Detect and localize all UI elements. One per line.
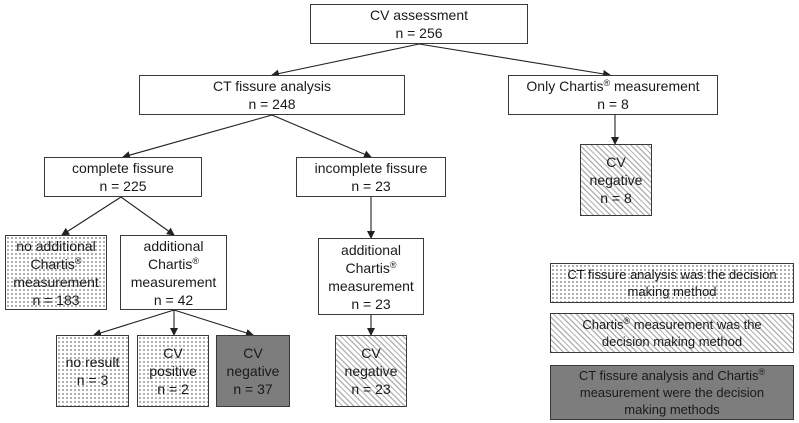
node-line: measurement [130, 273, 217, 290]
node-count: n = 23 [351, 295, 391, 312]
node-line: measurement [13, 273, 99, 290]
node-line: negative [589, 172, 643, 188]
node-cv-negative-only-chartis: CV negative n = 8 [580, 144, 652, 216]
node-title: Only Chartis® measurement [526, 78, 700, 94]
node-cv-assessment: CV assessment n = 256 [310, 4, 528, 44]
node-line: Chartis® [148, 255, 199, 272]
node-complete-fissure: complete fissure n = 225 [44, 157, 202, 197]
legend-hatched: Chartis® measurement was the decision ma… [550, 313, 794, 353]
node-count: n = 42 [153, 291, 194, 308]
legend-line: CT fissure analysis was the decision [567, 267, 777, 282]
node-cv-positive: CV positive n = 2 [137, 335, 209, 407]
legend-solid: CT fissure analysis and Chartis® measure… [550, 365, 794, 420]
arrow-complete-to-additional [120, 196, 175, 236]
arrow-ct-to-complete [122, 114, 273, 159]
node-line: additional [143, 237, 204, 254]
node-ct-fissure-analysis: CT fissure analysis n = 248 [139, 75, 405, 115]
node-only-chartis: Only Chartis® measurement n = 8 [508, 75, 718, 115]
arrow-additional-to-negative [173, 309, 254, 337]
node-line: measurement [328, 277, 414, 294]
node-count: n = 3 [76, 372, 109, 388]
node-incomplete-fissure: incomplete fissure n = 23 [296, 157, 446, 197]
node-line: Chartis® [345, 259, 397, 276]
node-line: CV [361, 345, 381, 361]
legend-line: making method [627, 284, 717, 299]
legend-line: CT fissure analysis and Chartis® [578, 367, 766, 384]
node-title: incomplete fissure [314, 160, 428, 176]
node-line: Chartis® [30, 255, 82, 272]
node-count: n = 2 [157, 381, 189, 397]
legend-line: Chartis® measurement was the [582, 316, 762, 333]
node-line: negative [344, 363, 398, 379]
node-line: CV [163, 345, 183, 361]
registered-mark: ® [192, 255, 199, 266]
node-count: n = 8 [600, 190, 632, 206]
arrow-ct-to-incomplete [271, 114, 372, 158]
node-title: CT fissure analysis [212, 78, 331, 94]
registered-mark: ® [389, 259, 397, 270]
node-line: additional [341, 241, 401, 258]
arrow-complete-to-no-additional [61, 196, 122, 236]
node-cv-negative-37: CV negative n = 37 [216, 335, 290, 407]
legend-line: measurement were the decision [579, 385, 765, 400]
node-no-result: no result n = 3 [56, 335, 129, 407]
node-line: positive [149, 363, 197, 379]
node-line: no result [65, 354, 120, 370]
node-count: n = 23 [351, 178, 391, 194]
node-title: CV assessment [369, 7, 469, 23]
node-additional-chartis-complete: additional Chartis® measurement n = 42 [120, 235, 227, 310]
node-count: n = 183 [32, 291, 80, 308]
node-additional-chartis-incomplete: additional Chartis® measurement n = 23 [318, 238, 424, 315]
node-no-additional-chartis: no additional Chartis® measurement n = 1… [5, 235, 107, 310]
node-line: CV [243, 345, 263, 361]
node-count: n = 248 [248, 96, 296, 112]
node-line: negative [226, 363, 280, 379]
node-count: n = 8 [597, 96, 629, 112]
arrow-assessment-to-ct [271, 43, 420, 78]
arrow-additional-to-no-result [93, 309, 175, 337]
legend-dotted: CT fissure analysis was the decision mak… [550, 263, 794, 303]
node-count: n = 23 [351, 381, 391, 397]
arrow-assessment-to-chartis [418, 43, 611, 78]
node-count: n = 225 [99, 178, 147, 194]
node-count: n = 37 [233, 381, 273, 397]
node-line: no additional [16, 237, 96, 254]
registered-mark: ® [758, 367, 766, 377]
node-count: n = 256 [395, 25, 443, 41]
registered-mark: ® [74, 255, 82, 266]
legend-line: making methods [624, 402, 720, 417]
registered-mark: ® [623, 316, 631, 326]
node-title: complete fissure [72, 160, 174, 176]
registered-mark: ® [603, 78, 611, 88]
legend-line: decision making method [601, 334, 743, 349]
node-line: CV [606, 154, 626, 170]
node-cv-negative-23: CV negative n = 23 [335, 335, 407, 407]
